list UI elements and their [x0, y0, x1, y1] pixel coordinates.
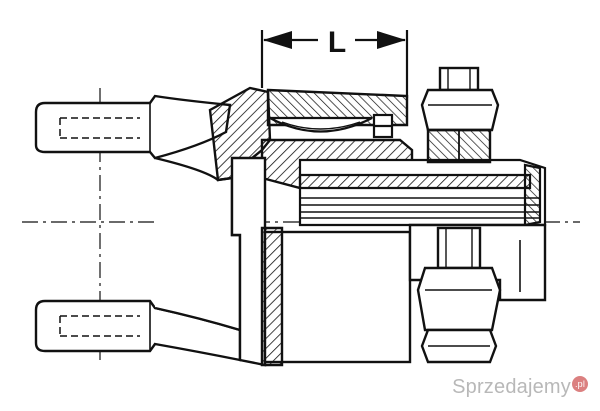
- dimension-label: L: [328, 26, 346, 59]
- lower-bolt-nut: [416, 226, 502, 364]
- upper-bolt-nut: [420, 66, 500, 164]
- clutch-plates: [298, 158, 547, 227]
- watermark: Sprzedajemy.pl: [452, 376, 588, 399]
- watermark-badge: .pl: [572, 376, 588, 392]
- dimension-l: [260, 30, 409, 98]
- friction-disc: [269, 113, 394, 139]
- upper-yoke-arm: [34, 94, 232, 160]
- watermark-text: Sprzedajemy: [452, 376, 571, 398]
- yoke-body: [154, 156, 242, 332]
